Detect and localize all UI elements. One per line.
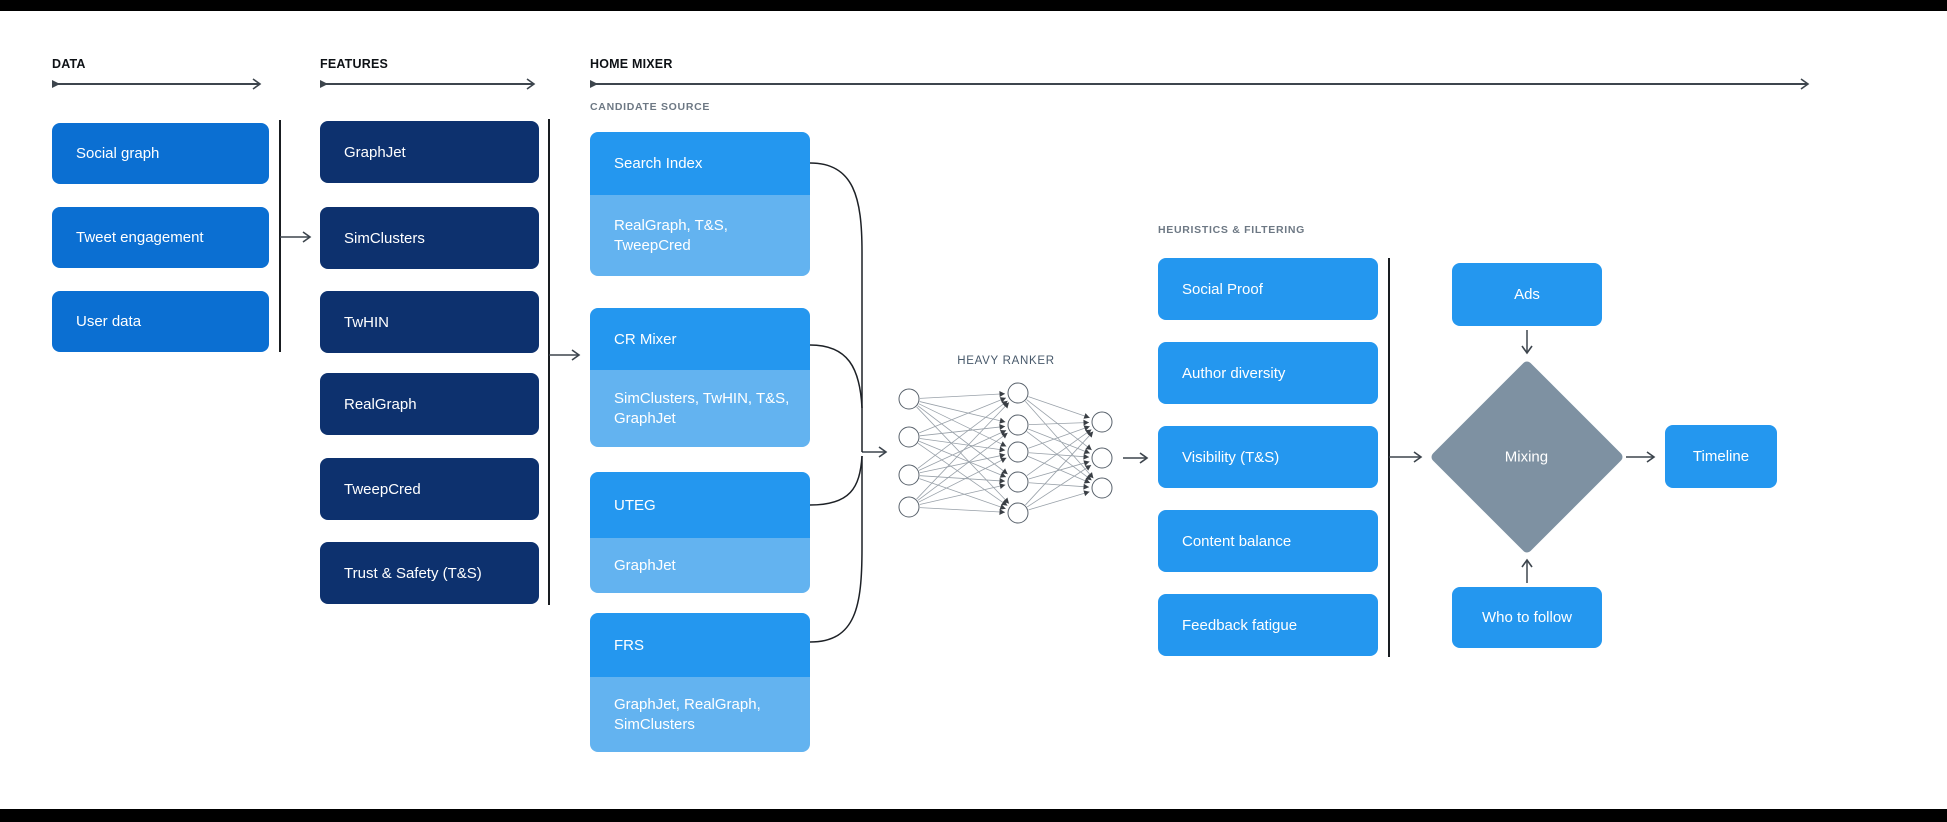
- feature-box-trust-safety: Trust & Safety (T&S): [320, 542, 539, 604]
- box-sublabel: GraphJet: [614, 556, 676, 574]
- candidate-sub-box: RealGraph, T&S, TweepCred: [590, 195, 810, 276]
- candidate-group-search-index: Search Index RealGraph, T&S, TweepCred: [590, 132, 810, 276]
- candidate-source-header: CANDIDATE SOURCE: [590, 101, 711, 113]
- heuristics-header: HEURISTICS & FILTERING: [1158, 224, 1306, 236]
- box-label: GraphJet: [344, 143, 406, 161]
- candidate-sub-box: GraphJet: [590, 538, 810, 593]
- candidate-main-box: FRS: [590, 613, 810, 677]
- candidate-collector-curves: [809, 162, 863, 643]
- box-label: UTEG: [614, 496, 656, 514]
- candidate-group-frs: FRS GraphJet, RealGraph, SimClusters: [590, 613, 810, 752]
- home-mixer-axis-arrow: [590, 78, 1810, 90]
- heuristic-box-visibility: Visibility (T&S): [1158, 426, 1378, 488]
- box-label: Visibility (T&S): [1182, 448, 1280, 466]
- box-sublabel: RealGraph, T&S, TweepCred: [614, 216, 728, 254]
- candidate-sub-box: GraphJet, RealGraph, SimClusters: [590, 677, 810, 752]
- box-label: Feedback fatigue: [1182, 616, 1298, 634]
- candidate-group-uteg: UTEG GraphJet: [590, 472, 810, 593]
- candidate-main-box: CR Mixer: [590, 308, 810, 370]
- box-label: Social graph: [76, 145, 160, 162]
- heuristic-box-social-proof: Social Proof: [1158, 258, 1378, 320]
- who-to-follow-box: Who to follow: [1452, 587, 1602, 648]
- mixing-diamond: Mixing: [1429, 359, 1625, 555]
- box-label: SimClusters: [344, 229, 425, 247]
- candidate-sub-box: SimClusters, TwHIN, T&S, GraphJet: [590, 370, 810, 447]
- box-label: Trust & Safety (T&S): [344, 564, 482, 582]
- box-sublabel: GraphJet, RealGraph, SimClusters: [614, 695, 761, 733]
- data-box-social-graph: Social graph: [52, 123, 269, 184]
- feature-box-tweepcred: TweepCred: [320, 458, 539, 520]
- box-label: Social Proof: [1182, 280, 1263, 298]
- box-label: Timeline: [1692, 448, 1750, 465]
- heuristic-box-author-diversity: Author diversity: [1158, 342, 1378, 404]
- bottom-letterbox-bar: [0, 809, 1947, 822]
- box-label: RealGraph: [344, 395, 417, 413]
- heuristic-box-content-balance: Content balance: [1158, 510, 1378, 572]
- data-section-header: DATA: [52, 57, 86, 71]
- ads-box: Ads: [1452, 263, 1602, 326]
- box-sublabel: SimClusters, TwHIN, T&S, GraphJet: [614, 389, 790, 427]
- box-label: TwHIN: [344, 313, 389, 331]
- candidate-group-cr-mixer: CR Mixer SimClusters, TwHIN, T&S, GraphJ…: [590, 308, 810, 447]
- timeline-box: Timeline: [1665, 425, 1777, 488]
- box-label: Author diversity: [1182, 364, 1286, 382]
- box-label: Content balance: [1182, 532, 1292, 550]
- home-mixer-section-header: HOME MIXER: [590, 57, 673, 71]
- box-label: CR Mixer: [614, 330, 677, 348]
- box-label: User data: [76, 313, 142, 330]
- box-label: TweepCred: [344, 480, 421, 498]
- box-label: Tweet engagement: [76, 229, 204, 246]
- box-label: FRS: [614, 636, 644, 654]
- feature-box-simclusters: SimClusters: [320, 207, 539, 269]
- candidate-main-box: Search Index: [590, 132, 810, 195]
- top-letterbox-bar: [0, 0, 1947, 11]
- heuristic-box-feedback-fatigue: Feedback fatigue: [1158, 594, 1378, 656]
- box-label: Who to follow: [1481, 609, 1573, 626]
- features-axis-arrow: [320, 78, 536, 90]
- box-label: Mixing: [1505, 448, 1549, 466]
- data-box-tweet-engagement: Tweet engagement: [52, 207, 269, 268]
- heavy-ranker-label: HEAVY RANKER: [957, 355, 1055, 367]
- box-label: Ads: [1514, 286, 1540, 303]
- box-label: Search Index: [614, 155, 703, 172]
- data-axis-arrow: [52, 78, 262, 90]
- candidate-main-box: UTEG: [590, 472, 810, 538]
- feature-box-realgraph: RealGraph: [320, 373, 539, 435]
- data-box-user-data: User data: [52, 291, 269, 352]
- features-section-header: FEATURES: [320, 57, 389, 71]
- feature-box-twhin: TwHIN: [320, 291, 539, 353]
- feature-box-graphjet: GraphJet: [320, 121, 539, 183]
- neural-network-graphic: [898, 382, 1113, 524]
